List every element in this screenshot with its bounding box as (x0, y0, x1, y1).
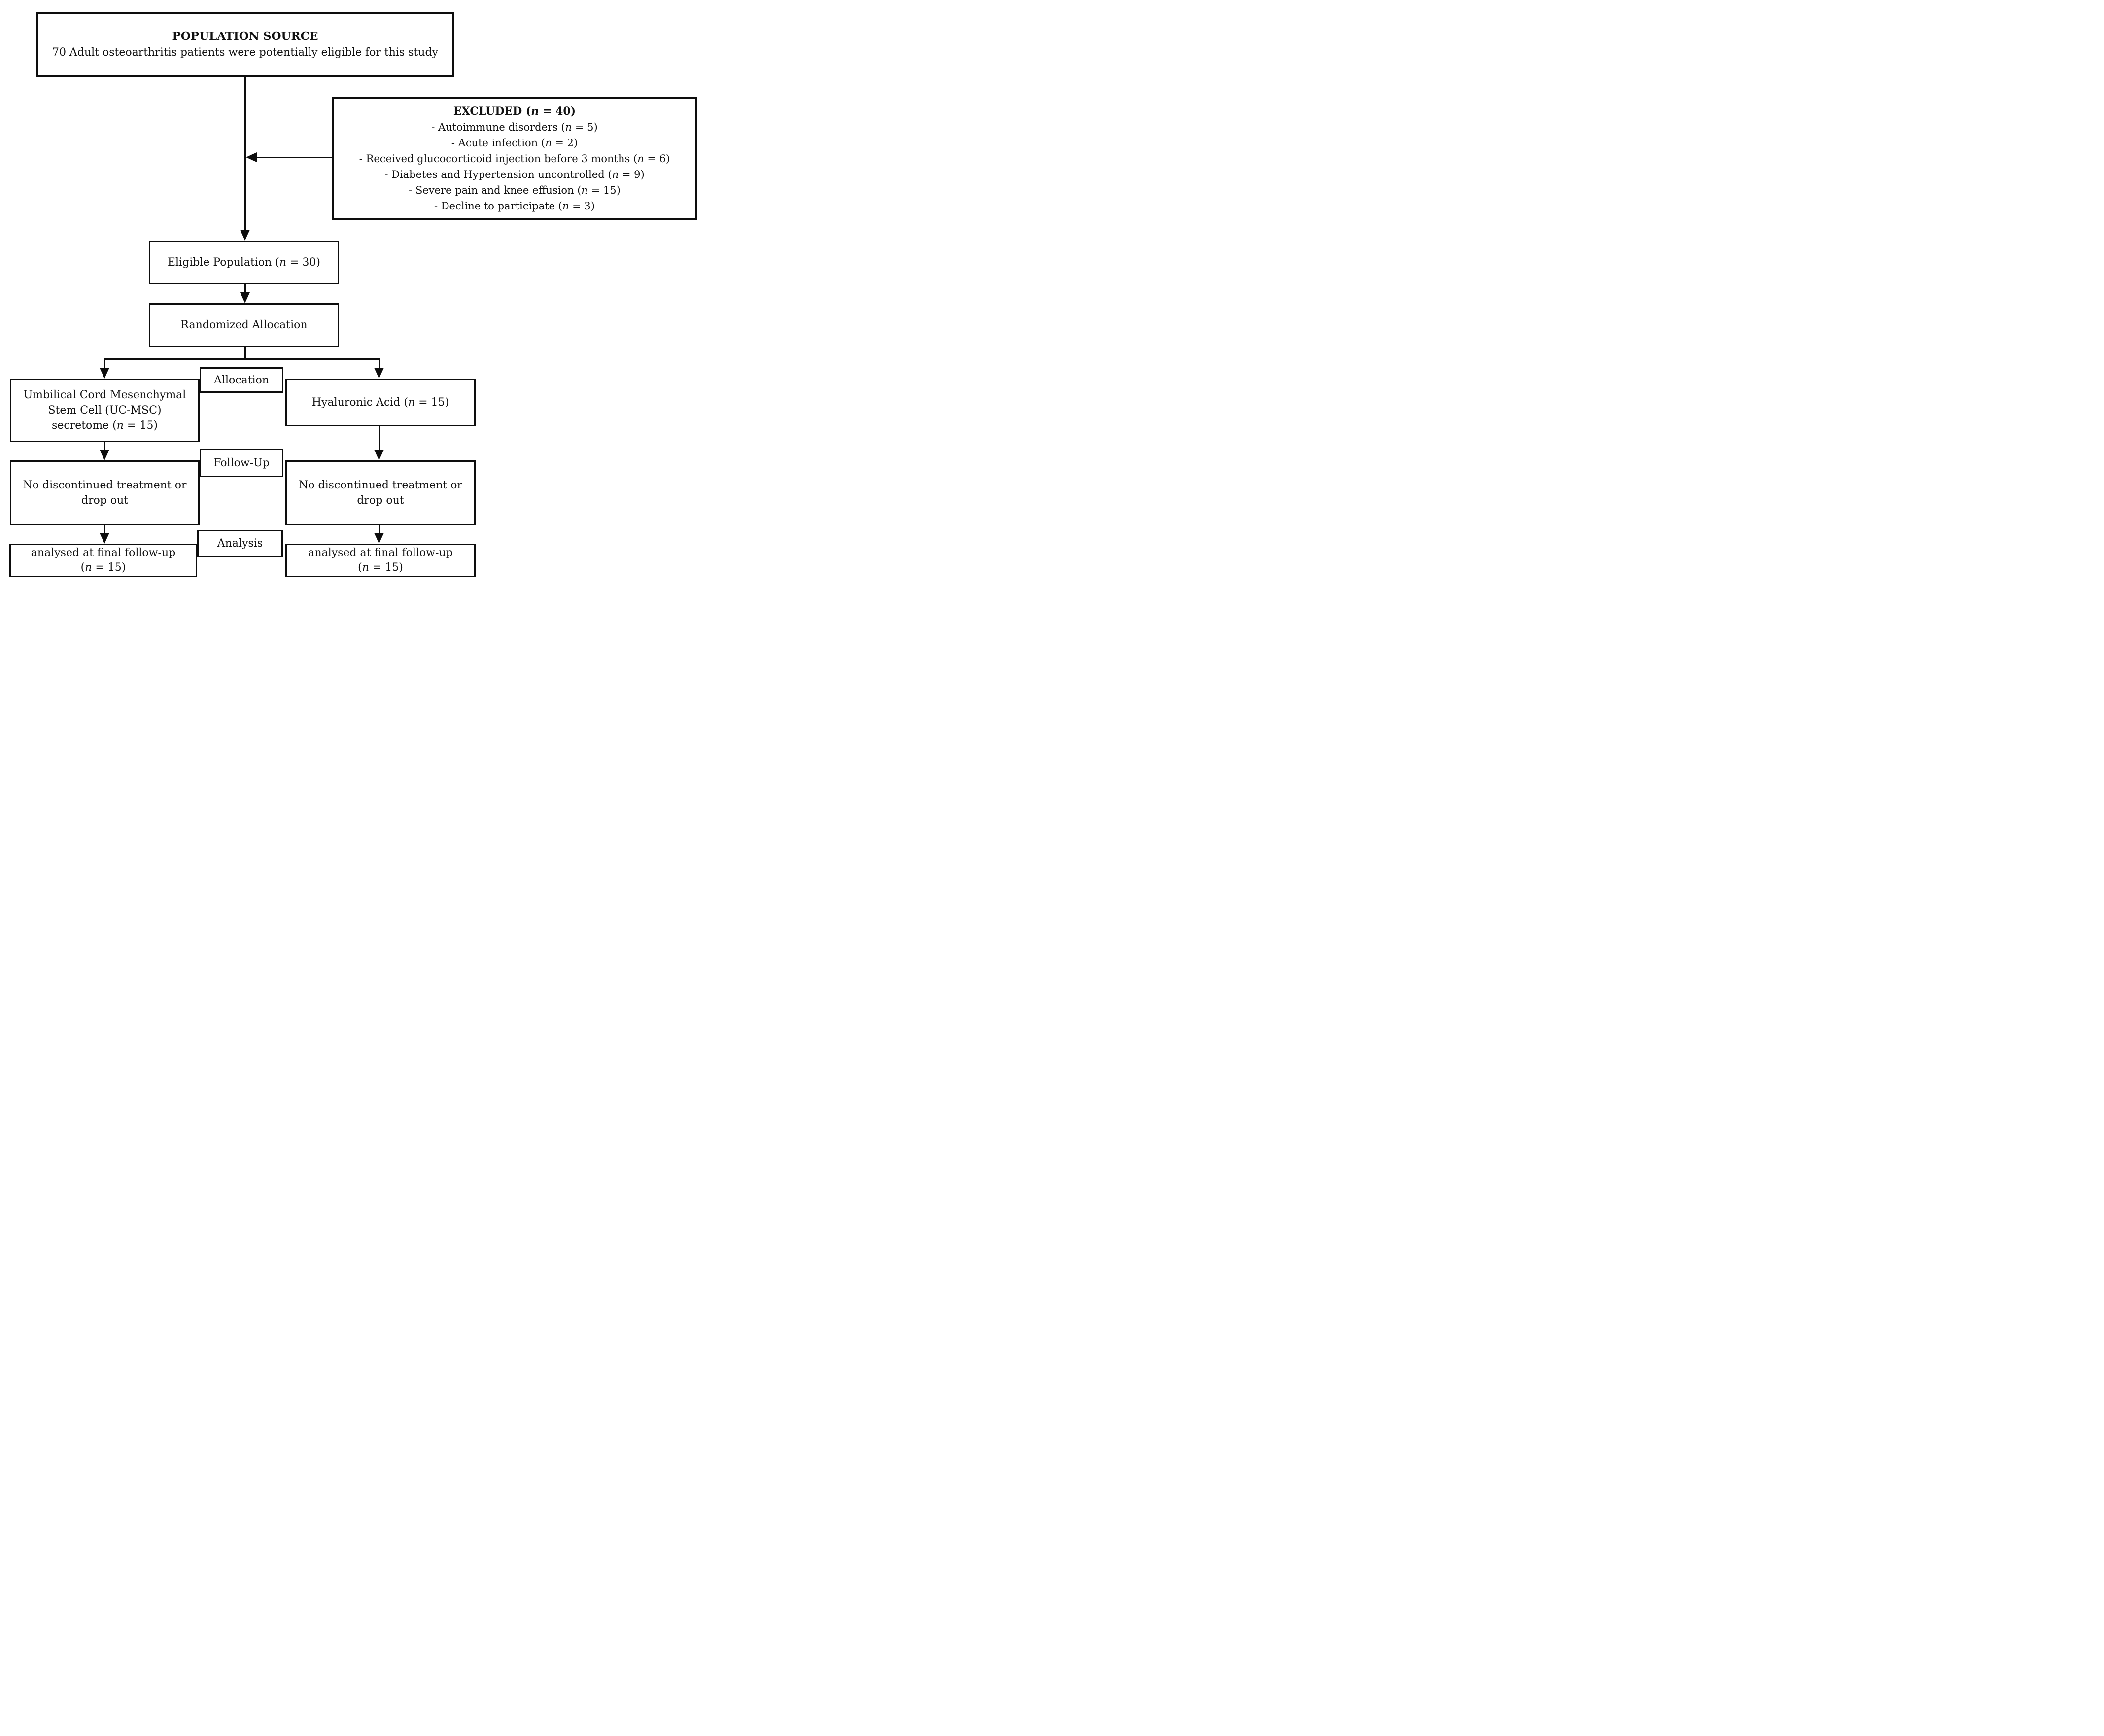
hyaluronic-analysis-label: analysed at final follow-up(n = 15) (308, 547, 453, 574)
arrow-left-icon (246, 152, 257, 162)
arrow-down-icon (374, 368, 384, 379)
followup-stage-text: Follow-Up (213, 456, 270, 469)
ucmsc-analysis-box: analysed at final follow-up(n = 15) (9, 544, 197, 577)
population-source-title: POPULATION SOURCE (172, 30, 318, 43)
connector-source-to-eligible (244, 77, 246, 230)
excluded-item: - Autoimmune disorders (n = 5) (431, 121, 598, 133)
excluded-title: EXCLUDED (n = 40) (453, 104, 576, 118)
population-source-subtitle: 70 Adult osteoarthritis patients were po… (52, 46, 438, 59)
connector-right-to-analysis (379, 525, 380, 533)
arrow-down-icon (374, 533, 384, 544)
randomized-allocation-label: Randomized Allocation (180, 319, 308, 332)
connector-branch-horizontal (104, 358, 380, 360)
excluded-item: - Severe pain and knee effusion (n = 15) (409, 184, 621, 196)
arrow-down-icon (374, 450, 384, 460)
excluded-item: - Diabetes and Hypertension uncontrolled… (384, 168, 645, 180)
hyaluronic-allocation-box: Hyaluronic Acid (n = 15) (285, 379, 476, 426)
followup-stage-label: Follow-Up (200, 449, 283, 477)
eligible-population-box: Eligible Population (n = 30) (149, 241, 339, 284)
connector-excluded (256, 157, 332, 158)
excluded-item: - Received glucocorticoid injection befo… (359, 152, 670, 165)
hyaluronic-analysis-box: analysed at final follow-up(n = 15) (285, 544, 476, 577)
allocation-stage-text: Allocation (214, 374, 269, 386)
arrow-down-icon (100, 368, 109, 379)
arrow-down-icon (240, 292, 250, 303)
connector-right-to-followup (379, 426, 380, 450)
arrow-down-icon (240, 230, 250, 241)
ucmsc-analysis-label: analysed at final follow-up(n = 15) (31, 547, 176, 574)
randomized-allocation-box: Randomized Allocation (149, 303, 339, 347)
connector-left-to-followup (104, 442, 105, 450)
hyaluronic-allocation-label: Hyaluronic Acid (n = 15) (311, 396, 449, 409)
analysis-stage-text: Analysis (217, 537, 263, 550)
arrow-down-icon (100, 450, 109, 460)
arrow-down-icon (100, 533, 109, 544)
connector-left-to-analysis (104, 525, 105, 533)
allocation-stage-label: Allocation (200, 367, 283, 393)
population-source-box: POPULATION SOURCE 70 Adult osteoarthriti… (36, 12, 454, 77)
excluded-box: EXCLUDED (n = 40) - Autoimmune disorders… (332, 97, 697, 220)
analysis-stage-label: Analysis (197, 530, 283, 557)
excluded-item: - Decline to participate (n = 3) (434, 200, 595, 212)
consort-flow-diagram: POPULATION SOURCE 70 Adult osteoarthriti… (0, 0, 701, 579)
connector-branch-stem (244, 347, 246, 360)
eligible-population-label: Eligible Population (n = 30) (168, 256, 320, 269)
connector-branch-right (379, 360, 380, 368)
connector-branch-left (104, 360, 105, 368)
excluded-item: - Acute infection (n = 2) (451, 137, 578, 149)
connector-eligible-to-randomized (244, 284, 246, 292)
